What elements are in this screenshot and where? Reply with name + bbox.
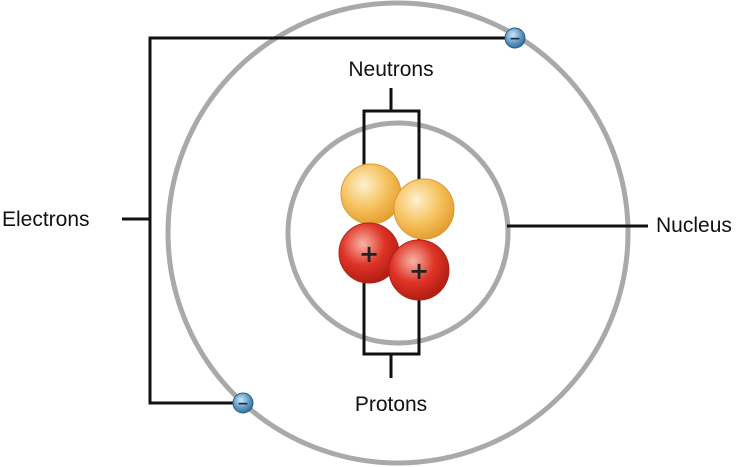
electron-minus-sign: −: [237, 396, 249, 412]
nucleus-label: Nucleus: [656, 214, 732, 237]
electrons-label: Electrons: [2, 208, 90, 231]
neutron: [393, 178, 455, 240]
neutrons-label: Neutrons: [348, 58, 433, 81]
proton-plus-sign: +: [359, 240, 379, 268]
electron-minus-sign: −: [509, 31, 521, 47]
proton-plus-sign: +: [409, 257, 429, 285]
nucleus-shell: [285, 120, 511, 346]
proton: [388, 239, 450, 301]
electron: [504, 27, 526, 49]
electrons-leader-line: [148, 36, 515, 405]
outer-electron-shell: [165, 0, 631, 466]
electron: [232, 392, 254, 414]
neutron: [340, 163, 402, 225]
protons-label: Protons: [355, 393, 427, 416]
